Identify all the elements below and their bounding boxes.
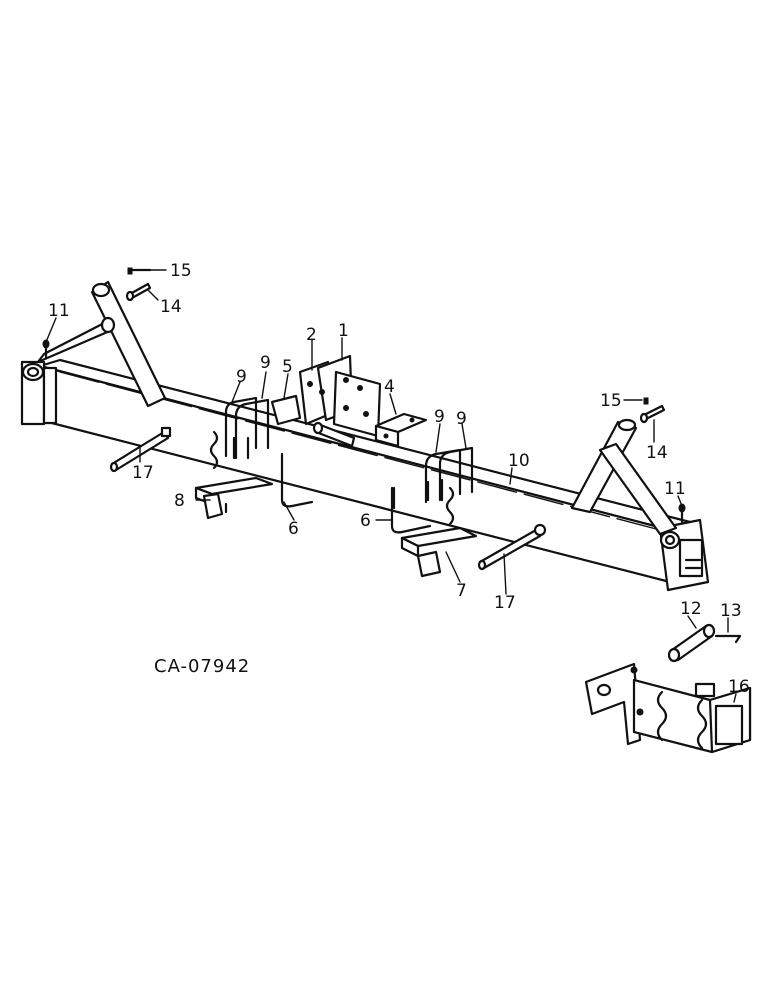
callout-labels: 15 14 11 2 1 9 9 5 4 9 9 10 17 8 6 6 7 1… (48, 261, 750, 697)
callout-9-b: 9 (260, 353, 271, 373)
left-u-bolts (209, 396, 270, 470)
callout-7: 7 (456, 581, 467, 601)
callout-11-right: 11 (664, 479, 686, 499)
callout-17-left: 17 (132, 463, 154, 483)
left-pivot-hole (21, 362, 45, 382)
left-rod (36, 318, 114, 364)
u-bolt-9c (424, 448, 462, 504)
u-bolt-6b (390, 486, 432, 534)
u-bolt-9b (234, 398, 270, 460)
callout-15-left: 15 (170, 261, 192, 281)
u-bolt-9a (224, 396, 258, 458)
callout-11-left: 11 (48, 301, 70, 321)
callout-9-c: 9 (434, 407, 445, 427)
callout-5: 5 (282, 357, 293, 377)
right-pivot-hole (659, 530, 681, 550)
callout-1: 1 (338, 321, 349, 341)
callout-14-right: 14 (646, 443, 668, 463)
clip-11-left (42, 339, 50, 360)
u-bolt-6a (280, 452, 314, 508)
right-end-bracket (658, 518, 710, 592)
clamp-plate-8 (194, 476, 274, 520)
right-tongue-strut (570, 418, 678, 536)
callout-15-right: 15 (600, 391, 622, 411)
leader-lines (45, 269, 737, 703)
callout-8: 8 (174, 491, 185, 511)
callout-10: 10 (508, 451, 530, 471)
clip-11-right (678, 503, 686, 524)
callout-16: 16 (728, 677, 750, 697)
callout-6-b: 6 (360, 511, 371, 531)
pin-15-right (643, 397, 649, 405)
pin-15-left (127, 267, 152, 275)
left-end-bracket (20, 360, 58, 426)
callout-6-a: 6 (288, 519, 299, 539)
callout-9-a: 9 (236, 367, 247, 387)
left-tongue-strut (36, 280, 167, 408)
callout-14-left: 14 (160, 297, 182, 317)
hitch-plate-right (332, 370, 382, 438)
hitch-assembly-16 (584, 662, 752, 754)
clamp-plate-7 (400, 526, 478, 578)
bolt-14-left (125, 282, 152, 302)
right-u-bolts (424, 446, 474, 526)
pin-17-right (477, 523, 547, 571)
clip-13 (714, 634, 742, 644)
callout-2: 2 (306, 325, 317, 345)
center-hitch-plates (270, 354, 428, 448)
right-strut-lower (598, 442, 678, 536)
callout-4: 4 (384, 377, 395, 397)
bracket-5 (270, 394, 302, 426)
callout-17-right: 17 (494, 593, 516, 613)
callout-12: 12 (680, 599, 702, 619)
callout-13: 13 (720, 601, 742, 621)
callout-9-d: 9 (456, 409, 467, 429)
hitch-pin-12 (667, 623, 716, 663)
bolt-14-right (639, 404, 666, 424)
figure-code: CA-07942 (154, 656, 250, 677)
hitch-plate (584, 662, 642, 746)
